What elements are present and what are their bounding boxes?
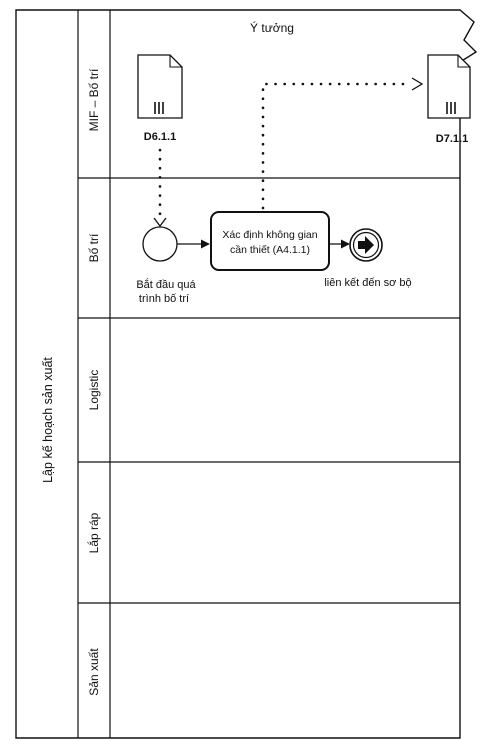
start-event bbox=[142, 226, 178, 262]
output-association-arrowhead bbox=[411, 77, 424, 91]
lane-label-mif-bo-tri: MIF – Bố trí bbox=[87, 68, 101, 131]
input-document: D6.1.1 bbox=[137, 54, 183, 143]
link-arrow-icon bbox=[358, 236, 374, 254]
task-label-line2: cần thiết (A4.1.1) bbox=[230, 244, 310, 256]
start-event-label-line1: Bắt đầu quá bbox=[136, 278, 196, 291]
link-event bbox=[349, 228, 383, 262]
lane-label-bo-tri: Bố trí bbox=[87, 233, 101, 262]
lane-label-lap-rap: Lắp ráp bbox=[86, 512, 101, 553]
link-event-label: liên kết đến sơ bộ bbox=[324, 277, 411, 289]
input-document-icon bbox=[137, 54, 183, 119]
input-association-arrowhead bbox=[153, 217, 167, 228]
pool-label: Lập kế hoạch sản xuất bbox=[41, 357, 55, 483]
task-label-line1: Xác định không gian bbox=[222, 229, 317, 241]
lane-label-logistic: Logistic bbox=[87, 370, 101, 411]
output-document-icon bbox=[427, 54, 471, 119]
input-document-label: D6.1.1 bbox=[144, 131, 176, 143]
output-document: D7.1.1 bbox=[427, 54, 471, 145]
pool-frame bbox=[15, 9, 478, 739]
output-document-label: D7.1.1 bbox=[436, 133, 468, 145]
lane-label-san-xuat: Sản xuất bbox=[87, 648, 101, 696]
output-data-association bbox=[261, 82, 414, 210]
task-define-space bbox=[210, 211, 330, 271]
phase-label: Ý tưởng bbox=[250, 20, 294, 35]
start-event-label-line2: trình bố trí bbox=[139, 293, 189, 305]
